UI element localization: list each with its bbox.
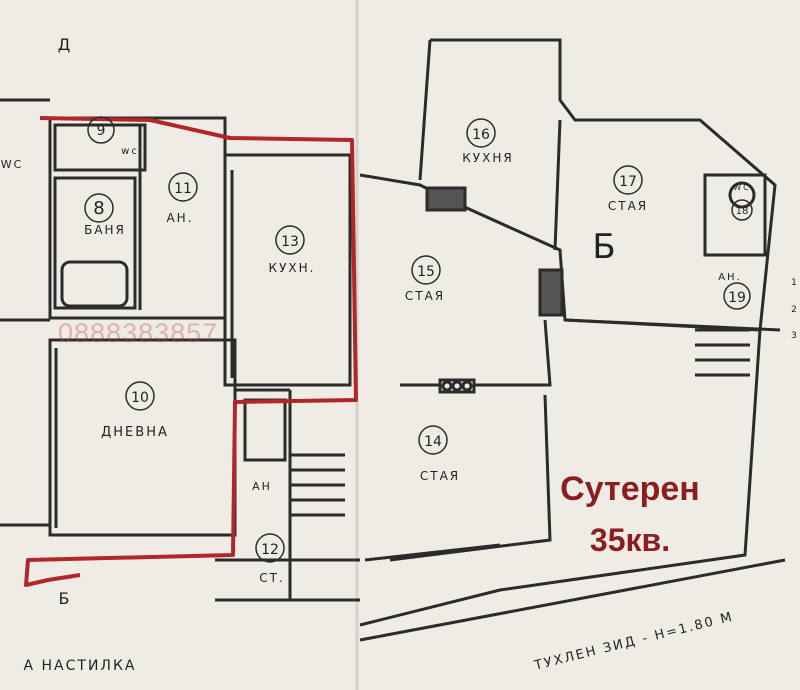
room-11-label: АН. [166,211,193,225]
room-16-label: КУХНЯ [462,151,513,165]
walls-left-unit [0,98,360,602]
room-12-label: СТ. [259,571,285,585]
axis-top-mark: Д [58,35,73,54]
floor-title: Сутерен [560,470,700,508]
phone-watermark: 0888383857 [58,318,219,348]
room-19-number: 19 [728,290,746,306]
room-9-number: 9 [97,123,106,139]
room-15-label: СТАЯ [405,289,445,303]
apartment-outline [24,116,358,587]
room-17-number: 17 [619,174,637,190]
room-8-label: БАНЯ [84,223,126,237]
room-11-number: 11 [174,181,192,197]
axis-bottom-mark: Б [59,589,72,608]
room-13-label: КУХН. [269,261,316,275]
room-8-number: 8 [93,198,104,219]
room-14-number: 14 [424,434,442,450]
room-18-label: WC [733,183,751,192]
room-10-number: 10 [131,390,149,406]
room-12-number: 12 [261,542,279,558]
room-15-number: 15 [417,264,435,280]
room-14-label: СТАЯ [420,469,460,483]
room-18-number: 18 [736,206,749,217]
side-mark-3: 3 [791,331,799,341]
room-circles [84,116,753,563]
floor-area: 35кв. [589,522,671,558]
left-wc-label: WC [1,158,24,171]
unit-mark: Б [592,227,617,267]
room-10-label: ДНЕВНА [101,425,169,440]
room-13-number: 13 [281,234,299,250]
walls-right-unit [359,38,786,642]
bottom-left-note: А НАСТИЛКА [24,658,137,674]
room-9-label: wc [121,146,139,157]
side-mark-2: 2 [791,305,799,315]
room-17-label: СТАЯ [608,199,648,213]
corridor-label: АН [252,480,272,493]
room-16-number: 16 [472,127,490,143]
side-mark-1: 1 [791,278,799,288]
room-19-label: АН. [718,272,742,283]
